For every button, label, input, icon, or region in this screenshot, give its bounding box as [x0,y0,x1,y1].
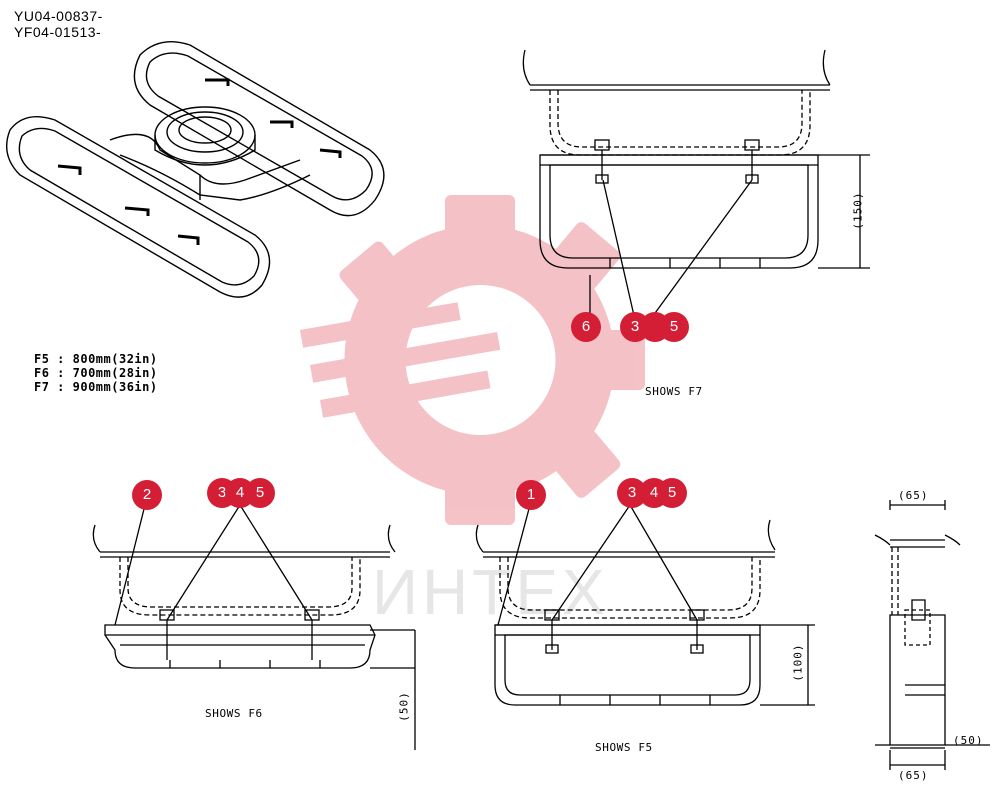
callout-badge: 5 [659,312,689,342]
spec-f7: F7 : 900mm(36in) [34,380,158,394]
f7-blade-drawing [522,49,870,321]
callout-badge: 6 [571,312,601,342]
callout-badge: 3 [617,478,647,508]
f6-blade-drawing [92,504,416,750]
part-code-2: YF04-01513- [14,24,102,40]
part-code-list: YU04-00837- YF04-01513- [14,8,103,40]
callout-badge: 1 [516,480,546,510]
callout-badge: 3 [620,312,650,342]
side-top-dimension: (65) [898,489,929,502]
f7-caption: SHOWS F7 [645,385,703,398]
f6-height-dimension: (50) [397,691,411,722]
spec-list: F5 : 800mm(32in) F6 : 700mm(28in) F7 : 9… [34,352,158,394]
f7-height-dimension: (150) [851,191,865,230]
callout-badge: 2 [132,480,162,510]
side-bottom-dimension: (65) [898,769,929,782]
f5-caption: SHOWS F5 [595,741,653,754]
spec-f6: F6 : 700mm(28in) [34,366,158,380]
undercarriage-isometric-drawing [6,41,385,298]
f5-height-dimension: (100) [791,643,805,682]
part-code-1: YU04-00837- [14,8,103,24]
side-view-drawing [874,500,990,770]
watermark-text: ИНТЕХ [372,556,609,628]
f6-caption: SHOWS F6 [205,707,263,720]
spec-f5: F5 : 800mm(32in) [34,352,158,366]
callout-badge: 4 [225,478,255,508]
side-right-dimension: (50) [953,734,984,747]
f5-blade-drawing [475,504,815,706]
